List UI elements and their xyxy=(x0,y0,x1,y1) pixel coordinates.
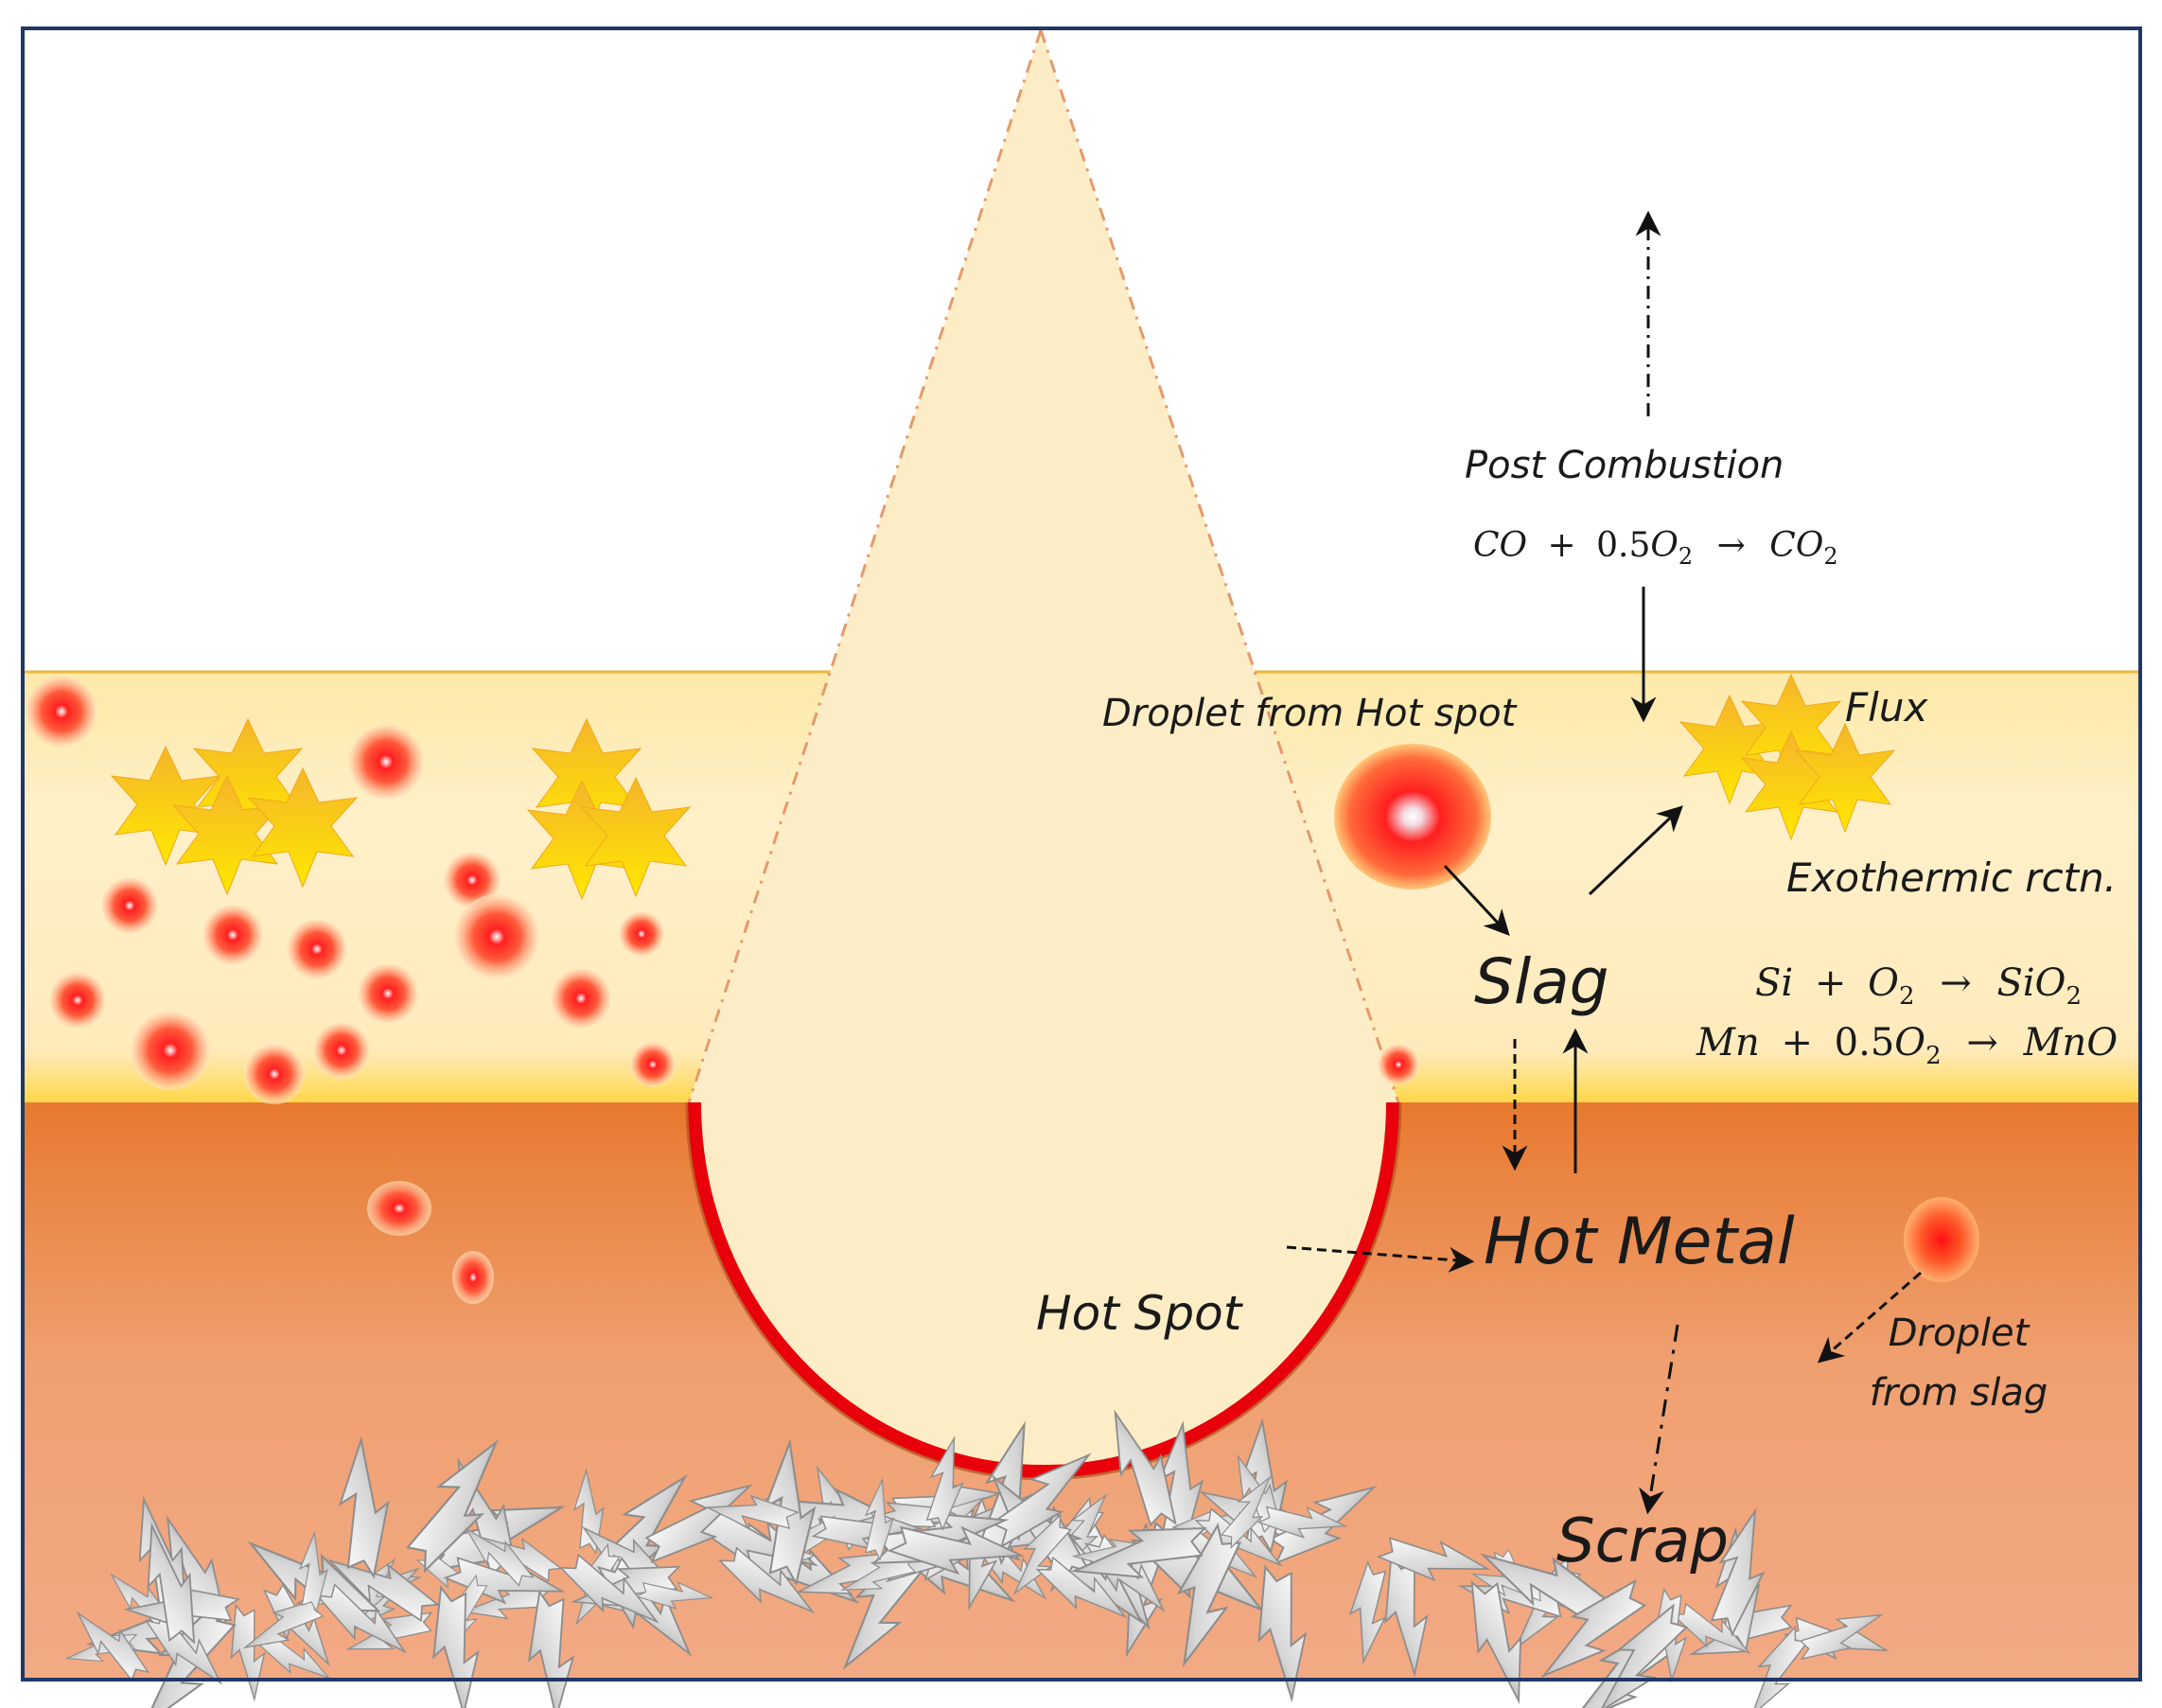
droplet-from-hot-spot xyxy=(1334,744,1491,889)
scrap-piece xyxy=(338,1435,390,1579)
scrap-piece xyxy=(1257,1506,1348,1540)
flux-star xyxy=(580,776,692,898)
scrap-piece xyxy=(1176,1523,1242,1668)
scrap-piece xyxy=(717,1546,816,1614)
metal-to-scrap-arrow xyxy=(1639,1324,1679,1515)
silicon-oxidation-equation: Si + O2 → SiO2 xyxy=(1755,961,2082,1013)
exothermic-label: Exothermic rctn. xyxy=(1786,854,2117,901)
droplet xyxy=(1378,1044,1419,1085)
droplet xyxy=(348,724,424,800)
droplet xyxy=(619,911,664,957)
droplet xyxy=(367,1181,431,1236)
scrap-piece xyxy=(1035,1556,1128,1619)
scrap-piece xyxy=(1470,1580,1522,1705)
droplet-to-slag-arrow xyxy=(1443,864,1510,936)
scrap-piece xyxy=(1598,1603,1689,1708)
droplet-from-slag-label-line2: from slag xyxy=(1870,1371,2048,1415)
scrap-piece xyxy=(465,1527,535,1587)
flux-particles xyxy=(110,673,1896,901)
scrap-piece xyxy=(1799,1613,1884,1661)
hot-spot-rim xyxy=(688,1101,1399,1478)
droplet xyxy=(202,905,263,965)
diagram-frame xyxy=(21,26,2142,1682)
scrap-piece xyxy=(1348,1560,1387,1665)
slag-to-flux-arrow xyxy=(1588,805,1683,896)
droplet-from-hot-spot-label: Droplet from Hot spot xyxy=(1102,692,1518,735)
scrap-piece xyxy=(326,1558,440,1623)
scrap-piece xyxy=(1221,1475,1272,1549)
scrap-pile xyxy=(64,1409,1890,1708)
scrap-piece xyxy=(230,1603,266,1702)
arrows xyxy=(1286,210,1922,1515)
scrap-label: Scrap xyxy=(1556,1506,1729,1576)
droplet xyxy=(452,1251,494,1304)
scrap-piece xyxy=(1114,1409,1177,1527)
post-combustion-equation: CO + 0.5O2 → CO2 xyxy=(1473,526,1838,572)
droplet xyxy=(101,877,158,934)
scrap-piece xyxy=(1070,1526,1207,1578)
scrap-piece xyxy=(887,1525,1025,1576)
droplet xyxy=(358,963,418,1024)
droplet xyxy=(26,676,97,748)
hot-metal-label: Hot Metal xyxy=(1484,1205,1795,1279)
scrap-piece xyxy=(1671,1602,1751,1655)
scrap-piece xyxy=(558,1553,659,1624)
scrap-piece xyxy=(925,1435,964,1532)
droplet xyxy=(444,852,501,908)
scrap-piece xyxy=(76,1611,149,1682)
scrap-piece xyxy=(1540,1578,1647,1679)
slag-label: Slag xyxy=(1474,945,1609,1018)
droplet xyxy=(287,919,347,979)
droplet xyxy=(551,968,611,1029)
droplet-from-slag-label-line1: Droplet xyxy=(1889,1312,2030,1355)
scrap-piece xyxy=(644,1484,753,1564)
jet-right-edge xyxy=(1039,29,1400,1103)
hot-spot-label: Hot Spot xyxy=(1036,1286,1244,1341)
droplet-from-slag xyxy=(1904,1197,1979,1282)
scrap-piece xyxy=(1710,1507,1766,1637)
scrap-piece xyxy=(405,1438,499,1574)
scrap-piece xyxy=(1376,1537,1491,1582)
flux-star xyxy=(1794,722,1896,834)
scrap-piece xyxy=(527,1589,575,1708)
droplet-from-slag-arrow xyxy=(1817,1271,1922,1364)
post-combustion-label: Post Combustion xyxy=(1465,444,1784,487)
jet-left-edge xyxy=(687,29,1043,1103)
scrap-piece xyxy=(990,1453,1092,1549)
scrap-piece xyxy=(1257,1564,1308,1703)
scrap-piece xyxy=(864,1477,895,1561)
scrap-piece xyxy=(144,1611,223,1685)
scrap-piece xyxy=(635,1581,714,1610)
hot-spot-to-metal-arrow xyxy=(1286,1245,1475,1273)
scrap-piece xyxy=(299,1530,328,1613)
flux-star xyxy=(247,766,359,889)
droplet xyxy=(313,1022,370,1079)
slag-droplets xyxy=(26,676,1419,1104)
scrap-piece xyxy=(1012,1513,1072,1595)
flux-label: Flux xyxy=(1845,684,1928,731)
scrap-piece xyxy=(432,1585,480,1708)
scrap-piece xyxy=(573,1468,605,1555)
scrap-piece xyxy=(1750,1625,1809,1708)
scrap-piece xyxy=(315,1583,407,1654)
metal-droplets xyxy=(367,1181,494,1304)
oxygen-jet-cone xyxy=(689,30,1398,1476)
droplet xyxy=(49,972,106,1029)
scrap-piece xyxy=(460,1586,553,1620)
scrap-piece xyxy=(704,1494,800,1529)
droplet xyxy=(454,894,539,979)
droplet xyxy=(630,1042,676,1087)
droplet xyxy=(244,1044,305,1104)
droplet xyxy=(131,1011,210,1090)
scrap-piece xyxy=(147,1522,196,1645)
manganese-oxidation-equation: Mn + 0.5O2 → MnO xyxy=(1696,1021,2118,1073)
